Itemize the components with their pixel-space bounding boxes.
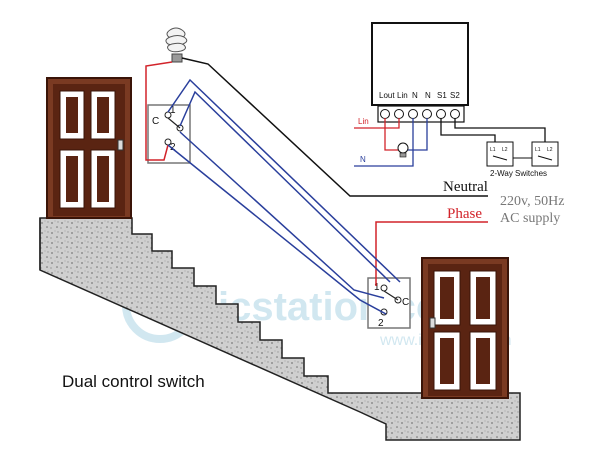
module-bulb-return [408,118,428,151]
neutral-label: Neutral [443,179,488,195]
mini-switch-a-pin2: L2 [502,147,508,153]
module-n-label: N [360,155,366,164]
terminal-label-lin: Lin [397,91,408,100]
terminal-label-s2: S2 [450,91,460,100]
module-lin-label: Lin [358,117,369,126]
switches-label: 2-Way Switches [490,169,547,178]
terminal-label-n2: N [425,91,431,100]
blue-wire-1 [167,78,401,283]
mini-switch-b-pin1: L1 [535,147,541,153]
upper-switch-pin2: 2 [170,142,176,153]
blue-wire-3 [167,144,387,315]
lower-door [421,257,509,399]
upper-switch-pin1: 1 [170,105,176,116]
red-wire-bulb [145,61,173,161]
mini-switch-a: L1 L2 [486,141,514,167]
mini-switch-b: L1 L2 [531,141,559,167]
lower-switch-pin1: 1 [374,282,380,293]
module-n-wire [354,118,414,167]
door-handle-icon [117,139,124,151]
module-lin-wire [354,118,400,129]
module-s1-wire [440,118,496,145]
supply-line1: 220v, 50Hz [500,194,564,209]
phase-label: Phase [447,206,482,222]
terminal-label-lout: Lout [379,91,395,100]
module-s2-wire [454,118,546,145]
mini-switch-a-pin1: L1 [490,147,496,153]
mini-bulb-icon [397,142,409,158]
stair-body [39,217,521,441]
blue-wire-4 [179,131,385,299]
upper-switch-common: C [152,116,159,127]
light-bulb-icon [165,27,188,63]
lower-switch-pin2: 2 [378,318,384,329]
door-handle-icon [429,317,436,329]
upper-door [46,77,132,219]
module-lout-wire [384,118,399,151]
terminal-label-s1: S1 [437,91,447,100]
blue-wire-2 [179,90,391,283]
lower-switch: 1 2 C [367,277,411,329]
mini-switch-b-pin2: L2 [547,147,553,153]
upper-switch: 1 2 C [147,104,191,164]
diagram-caption: Dual control switch [62,372,205,391]
supply-line2: AC supply [500,211,560,226]
terminal-label-n1: N [412,91,418,100]
black-wire-neutral [181,57,488,197]
lower-switch-common: C [402,297,409,308]
smart-switch-module: Lout Lin N N S1 S2 [371,22,469,123]
red-wire-phase [375,221,488,286]
